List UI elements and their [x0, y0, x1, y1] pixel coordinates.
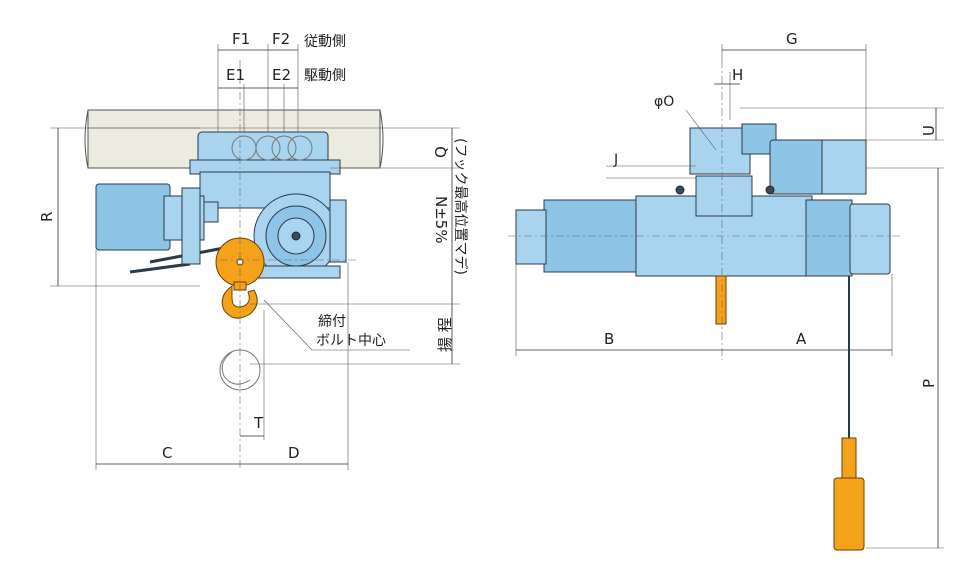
label-hook-note: (フック最高位置マデ) [452, 138, 469, 275]
label-E2: E2 [272, 66, 291, 84]
label-G: G [786, 30, 798, 48]
label-B: B [604, 330, 614, 348]
label-N: N±5% [432, 196, 450, 244]
front-view: G H φO J U B A P [508, 30, 944, 551]
label-A: A [796, 330, 807, 348]
label-D: D [288, 444, 300, 462]
trolley-front [689, 127, 751, 175]
label-drive-side: 駆動側 [304, 68, 346, 84]
label-E1: E1 [226, 66, 245, 84]
label-U: U [920, 125, 938, 136]
label-F1: F1 [232, 30, 250, 48]
label-phiO: φO [654, 94, 674, 110]
side-view: F1 F2 従動側 E1 E2 駆動側 R Q N±5% (フック最高位置マデ)… [38, 30, 469, 470]
label-bolt-line1: 締付 [318, 313, 346, 330]
label-C: C [162, 444, 172, 462]
label-J: J [613, 152, 618, 168]
motor-left [95, 183, 171, 251]
label-P: P [920, 379, 938, 388]
label-bolt-line2: ボルト中心 [316, 333, 386, 349]
label-T: T [253, 414, 264, 432]
label-lift: 揚 程 [436, 317, 454, 352]
hook-icon [221, 285, 258, 319]
label-Q: Q [432, 146, 450, 158]
label-H: H [732, 66, 743, 84]
pendant-switch [833, 477, 865, 551]
label-F2: F2 [272, 30, 290, 48]
label-R: R [38, 212, 56, 222]
label-driven-side: 従動側 [304, 34, 346, 50]
hook-front [715, 275, 727, 325]
pendant-cable-grip [841, 437, 857, 479]
